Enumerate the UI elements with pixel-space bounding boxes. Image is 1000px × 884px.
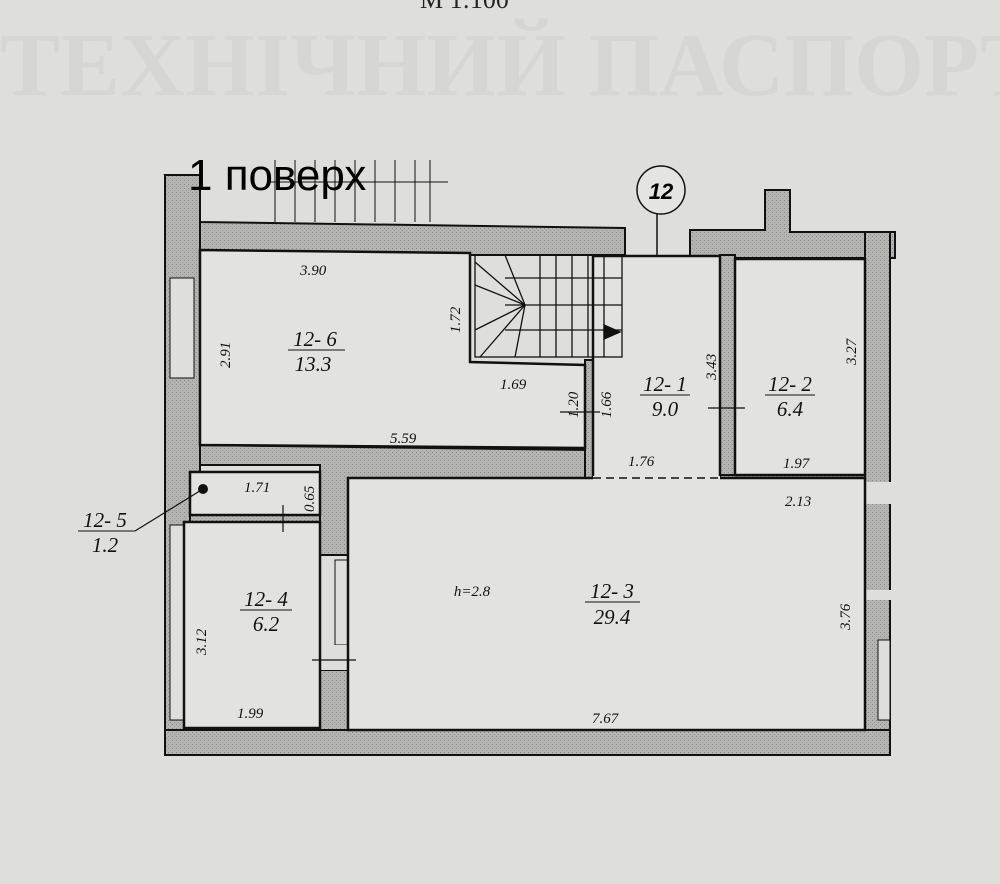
- window: [877, 639, 891, 721]
- room-12-4: [182, 520, 322, 730]
- dimension-label: 1.99: [237, 706, 264, 722]
- dimension-label: 3.43: [704, 354, 720, 381]
- ceiling-height: h=2.8: [454, 584, 491, 600]
- rooms: [182, 248, 867, 732]
- door-opening: [320, 645, 348, 670]
- exterior-steps: [270, 160, 448, 222]
- dimension-label: 0.65: [302, 485, 318, 512]
- room-12-1: [591, 254, 722, 480]
- plan-line: [319, 669, 349, 731]
- dimension-label: 1.20: [566, 391, 582, 418]
- door-opening: [865, 482, 900, 504]
- room-area: 1.2: [92, 533, 119, 557]
- section-number: 12: [649, 179, 674, 204]
- floor-title: 1 поверх: [188, 151, 366, 200]
- dimensions: 3.90 2.91 1.72 1.69 5.59 1.20 1.66 3.43 …: [194, 263, 860, 727]
- plan-line: [479, 304, 526, 358]
- dimension-label: 1.97: [783, 456, 811, 472]
- window: [169, 277, 195, 379]
- dimension-label: 3.76: [838, 603, 854, 631]
- window: [334, 559, 349, 646]
- plan-line: [719, 254, 736, 488]
- plan-line: [514, 304, 526, 358]
- plan-line: [282, 407, 745, 661]
- plan-line: [474, 304, 526, 331]
- plan-line: [134, 488, 204, 532]
- door-opening: [865, 590, 900, 600]
- room-id: 12- 5: [83, 508, 127, 532]
- stair-direction-arrow-icon: [603, 324, 622, 340]
- room-id: 12- 1: [643, 372, 687, 396]
- dimension-label: 1.76: [628, 454, 655, 470]
- dimension-label: 3.12: [194, 628, 210, 656]
- dimension-label: 5.59: [390, 431, 417, 447]
- plan-line: [474, 261, 526, 306]
- room-12-6: [198, 248, 587, 450]
- dimension-label: 1.71: [244, 480, 270, 496]
- dimension-label: 2.91: [218, 342, 234, 368]
- dimension-label: 3.90: [299, 263, 327, 279]
- room-id: 12- 4: [244, 587, 288, 611]
- window: [169, 524, 185, 721]
- dimension-label: 1.72: [448, 306, 464, 333]
- scale-label: М 1:100: [420, 0, 509, 14]
- room-12-5: [188, 470, 322, 517]
- plan-line: [474, 284, 526, 306]
- faded-background-text: ТЕХНІЧНИЙ ПАСПОРТ: [0, 16, 1000, 115]
- plan-line: [504, 254, 526, 306]
- riser-marker: [198, 484, 208, 494]
- dimension-label: 7.67: [592, 711, 620, 727]
- dimension-label: 1.69: [500, 377, 527, 393]
- plan-line: [164, 729, 891, 756]
- room-id: 12- 3: [590, 579, 634, 603]
- plan-line: 12- 6 13.3 12- 1 9.0 12- 2 6.4 12- 3 29.…: [78, 327, 815, 636]
- plan-line: [474, 254, 623, 358]
- dimension-label: 3.27: [844, 337, 860, 366]
- staircase: [474, 254, 623, 358]
- room-12-3: [346, 476, 867, 732]
- room-area: 13.3: [295, 352, 332, 376]
- room-area: 6.4: [777, 397, 804, 421]
- room-id: 12- 6: [293, 327, 337, 351]
- room-area: 9.0: [652, 397, 679, 421]
- section-marker: [636, 165, 686, 215]
- room-area: 29.4: [594, 605, 631, 629]
- room-12-2: [733, 257, 867, 477]
- room-id: 12- 2: [768, 372, 812, 396]
- dimension-label: 1.66: [599, 391, 615, 418]
- room-area: 6.2: [253, 612, 280, 636]
- dimension-label: 2.13: [785, 494, 811, 510]
